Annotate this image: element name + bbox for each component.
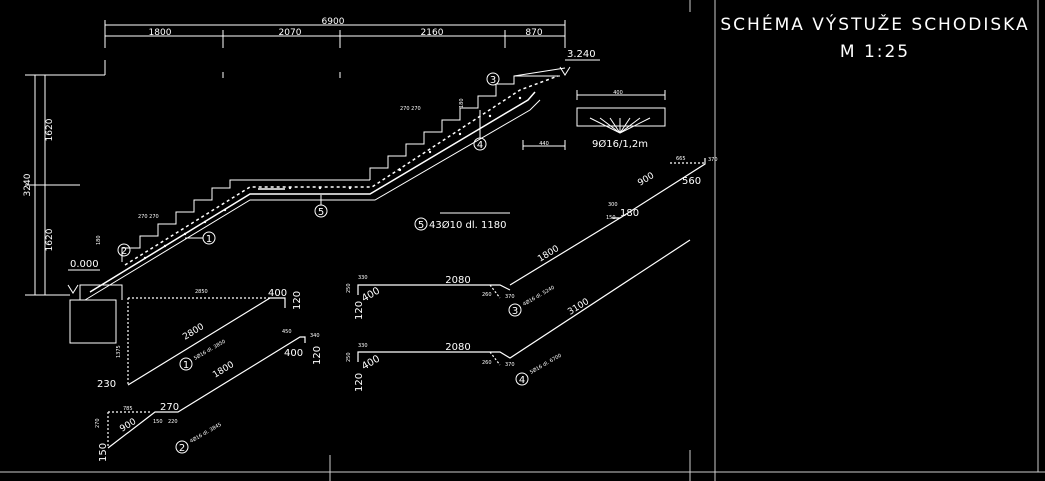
level-markers xyxy=(67,59,600,294)
bar4-370: 370 xyxy=(505,362,515,368)
cross-section xyxy=(522,90,666,150)
bar2-340: 340 xyxy=(310,333,320,339)
rebar-dots xyxy=(143,96,522,260)
bar-top-150: 150 xyxy=(606,215,616,221)
bar5-marker: 5 xyxy=(418,220,424,231)
bar-top-180: 180 xyxy=(620,208,639,219)
bar2-1800: 1800 xyxy=(211,360,236,381)
stair-steps-upper xyxy=(369,75,560,180)
bar3-text: 4Ø16 dl. 5240 xyxy=(522,284,556,308)
bar1-400: 400 xyxy=(268,288,287,299)
bar3-shape xyxy=(357,284,511,299)
bar5-text: 43Ø10 dl. 1180 xyxy=(429,219,506,231)
section-depth: 440 xyxy=(539,141,549,147)
bar2-220: 220 xyxy=(168,419,178,425)
bar2-785: 785 xyxy=(123,406,133,412)
stair-profile xyxy=(84,67,566,301)
marker-2: 2 xyxy=(121,246,127,257)
bar-top-300: 300 xyxy=(608,202,618,208)
bar1-230: 230 xyxy=(97,379,116,390)
dim-3240: 3240 xyxy=(23,173,33,196)
stair-soffit xyxy=(84,99,541,301)
stair-steps-lower xyxy=(121,179,260,262)
level-bottom: 0.000 xyxy=(70,259,99,270)
bar4-text: 5Ø16 dl. 6700 xyxy=(529,352,563,376)
dim-1620-lower: 1620 xyxy=(45,228,55,251)
marker-callouts xyxy=(117,72,500,257)
dim-1800: 1800 xyxy=(149,28,172,38)
bar2-marker: 2 xyxy=(179,443,185,454)
marker-3: 3 xyxy=(490,75,496,86)
bar2-270-side: 270 xyxy=(95,418,101,428)
bar1-shape xyxy=(127,297,286,386)
bar4-2080: 2080 xyxy=(445,342,470,353)
section-note: 9Ø16/1,2m xyxy=(592,138,648,150)
step-label-upper: 270 270 xyxy=(400,106,421,112)
bar4-250: 250 xyxy=(346,352,352,362)
dim-total-6900: 6900 xyxy=(322,17,345,27)
drawing-title: SCHÉMA VÝSTUŽE SCHODISKA xyxy=(720,15,1030,35)
bar-top-370: 370 xyxy=(708,157,718,163)
bar2-shape xyxy=(107,336,306,449)
bar2-120: 120 xyxy=(312,346,323,365)
bar4-400: 400 xyxy=(360,354,382,373)
bar1-1375: 1375 xyxy=(116,345,122,358)
bar2-marker-circle xyxy=(175,440,189,454)
bar1-text: 5Ø16 dl. 3850 xyxy=(193,338,227,362)
top-edge xyxy=(513,67,566,77)
bar1-120: 120 xyxy=(292,291,303,310)
step-label-lower: 270 270 xyxy=(138,214,159,220)
bar2-150: 150 xyxy=(98,443,109,462)
stair-rebars xyxy=(89,75,559,293)
bar2-text: 4Ø16 dl. 3845 xyxy=(189,421,223,445)
bar3-250: 250 xyxy=(346,283,352,293)
dim-870: 870 xyxy=(525,28,542,38)
marker-4: 4 xyxy=(477,140,483,151)
bar3-120: 120 xyxy=(354,301,365,320)
bar4-shape xyxy=(357,239,691,366)
bar3-2080: 2080 xyxy=(445,275,470,286)
bar3-370: 370 xyxy=(505,294,515,300)
bar-top-900: 900 xyxy=(636,171,656,189)
bar2-450: 450 xyxy=(282,329,292,335)
bar3-marker-circle xyxy=(508,303,522,317)
bar4-120: 120 xyxy=(354,373,365,392)
left-dimension-chain xyxy=(25,74,105,296)
bar-top-560: 560 xyxy=(682,176,701,187)
bar3-marker: 3 xyxy=(512,306,518,317)
bar3-260: 260 xyxy=(482,292,492,298)
section-width: 400 xyxy=(613,90,623,96)
bar2-150-small: 150 xyxy=(153,419,163,425)
riser-label-upper: 180 xyxy=(459,98,465,108)
bar4-330: 330 xyxy=(358,343,368,349)
dim-2070: 2070 xyxy=(279,28,302,38)
bar-top-shape xyxy=(509,158,706,286)
bar1-marker-circle xyxy=(179,357,193,371)
bar4-marker: 4 xyxy=(519,375,525,386)
bar1-marker: 1 xyxy=(183,360,189,371)
marker-5: 5 xyxy=(318,207,324,218)
dim-1620-upper: 1620 xyxy=(45,118,55,141)
bar4-marker-circle xyxy=(515,372,529,386)
bar4-260: 260 xyxy=(482,360,492,366)
riser-label-lower: 180 xyxy=(96,235,102,245)
bar5-marker-circle xyxy=(414,217,428,231)
marker-1: 1 xyxy=(206,234,212,245)
drawing-scale: M 1:25 xyxy=(839,42,911,62)
dim-2160: 2160 xyxy=(421,28,444,38)
bar4-3100: 3100 xyxy=(566,297,591,318)
bar2-400: 400 xyxy=(284,348,303,359)
bar2-270: 270 xyxy=(160,402,179,413)
bar3-330: 330 xyxy=(358,275,368,281)
top-dimension-chain xyxy=(104,20,566,78)
bar-top-665: 665 xyxy=(676,156,686,162)
bar1-2850: 2850 xyxy=(195,289,208,295)
level-top: 3.240 xyxy=(567,49,596,60)
